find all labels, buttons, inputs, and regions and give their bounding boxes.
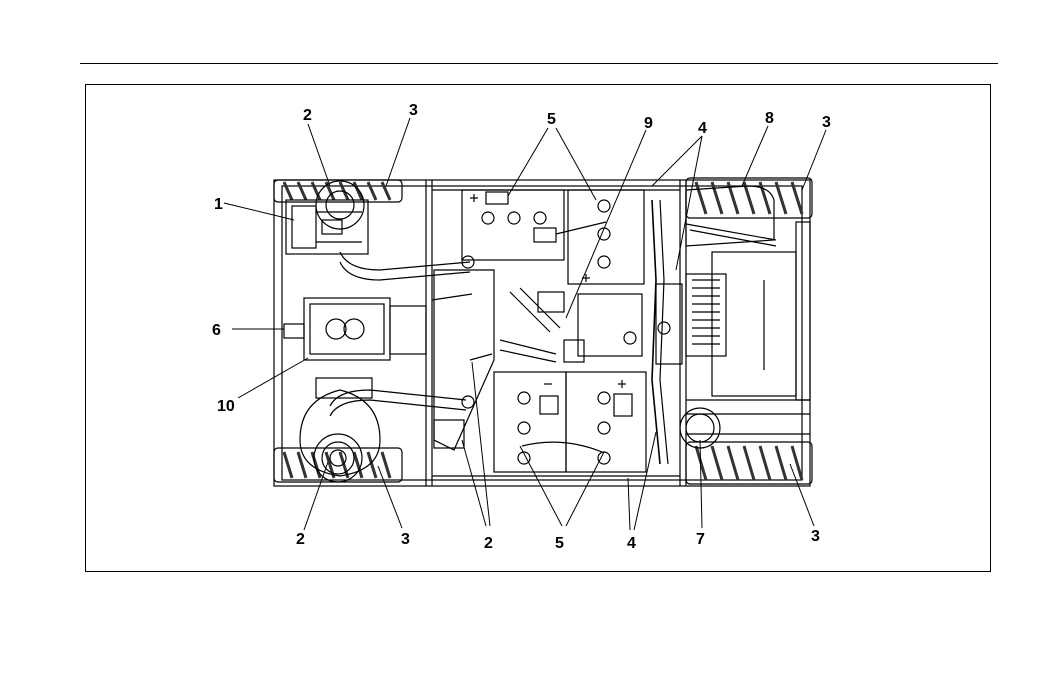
callout-2-top: 2 — [303, 107, 312, 124]
heat-sink — [686, 252, 796, 396]
callout-4-top: 4 — [698, 120, 707, 137]
callout-6: 6 — [212, 322, 221, 339]
callout-5-top: 5 — [547, 111, 556, 128]
callout-8: 8 — [765, 110, 774, 127]
tyre-bottom-right — [686, 442, 812, 484]
callout-10: 10 — [217, 398, 235, 415]
callout-7: 7 — [696, 531, 705, 548]
tyre-bottom-left — [274, 448, 402, 482]
tyre-top-right — [686, 178, 812, 218]
cable-harness — [652, 200, 682, 464]
battery-bottom-left — [494, 372, 566, 472]
callout-3-top-right: 3 — [822, 114, 831, 131]
callout-4-bottom: 4 — [627, 535, 636, 552]
callout-3-bottom-right: 3 — [811, 528, 820, 545]
callout-2-bottom-mid: 2 — [484, 535, 493, 552]
drive-motor-bottom — [300, 378, 380, 482]
steering-rods — [330, 252, 474, 416]
callout-3-bottom-left: 3 — [401, 531, 410, 548]
callout-9: 9 — [644, 115, 653, 132]
centre-plate — [432, 270, 494, 450]
callout-5-bottom: 5 — [555, 535, 564, 552]
steering-unit — [284, 298, 426, 360]
battery-top-right — [534, 190, 644, 284]
callout-2-bottom-left: 2 — [296, 531, 305, 548]
callout-3-top-left: 3 — [409, 102, 418, 119]
controller-block — [500, 288, 642, 362]
battery-bottom-right — [522, 372, 646, 472]
drive-motor-top — [286, 181, 368, 254]
callout-1: 1 — [214, 196, 223, 213]
battery-top-left — [462, 190, 564, 260]
